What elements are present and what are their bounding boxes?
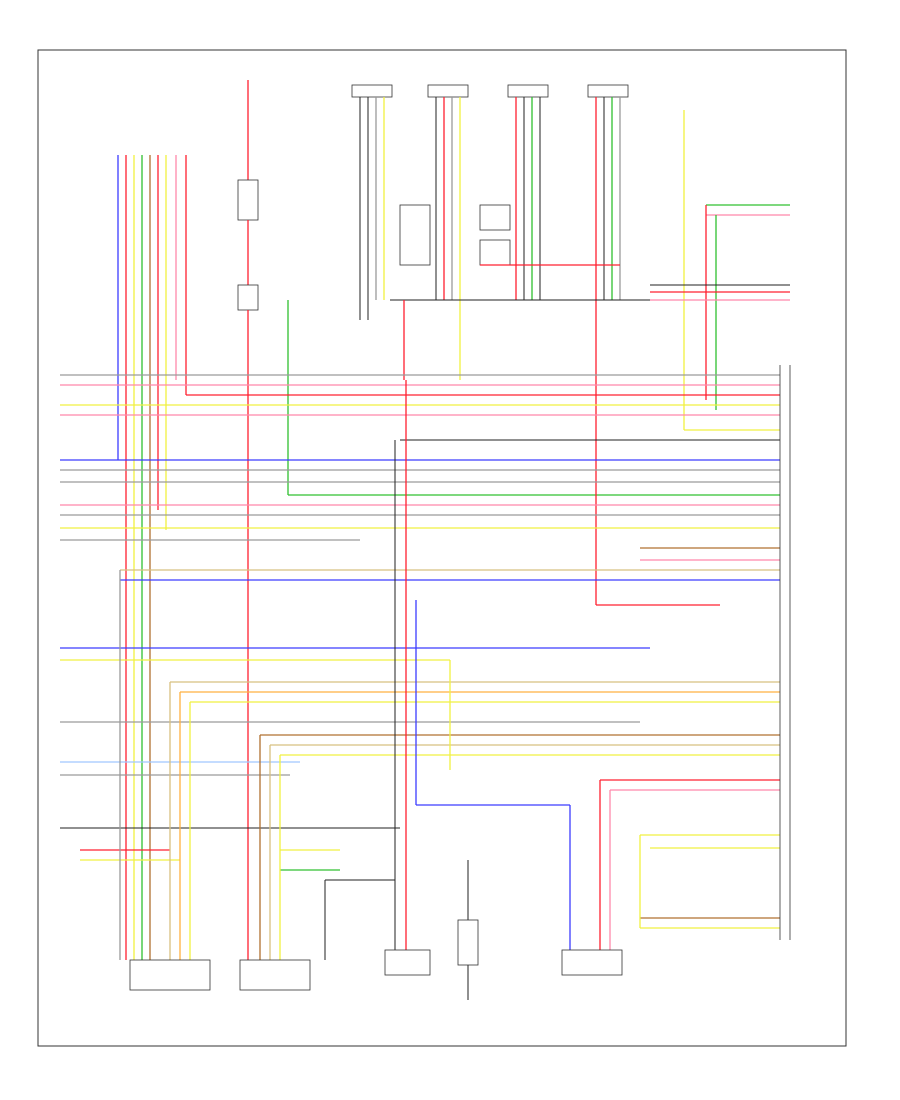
crank-sensor-box [384, 949, 431, 976]
sensor-3-connector [507, 84, 549, 98]
center-relay-1 [399, 204, 431, 266]
fuse-relay-column [237, 80, 780, 980]
ect-sensor-box [561, 949, 623, 976]
horizontal-bus [60, 374, 780, 929]
relay-box-2 [237, 284, 259, 311]
mass-airflow-box [239, 959, 311, 991]
diagram-frame [37, 49, 847, 1047]
center-relay-3 [479, 239, 511, 266]
left-harness [117, 155, 187, 960]
sensor-4-connector [587, 84, 629, 98]
sensor-1-connector [351, 84, 393, 98]
bottom-components [129, 919, 623, 991]
vertical-drops [119, 380, 641, 1000]
knock-sensor-box [457, 919, 479, 966]
sensor-group-top [351, 84, 650, 605]
ecm-pin-strip [779, 365, 791, 940]
relay-box-1 [237, 179, 259, 221]
top-right-group [650, 110, 790, 431]
throttle-switch-box [129, 959, 211, 991]
center-relay-2 [479, 204, 511, 231]
sensor-2-connector [427, 84, 469, 98]
